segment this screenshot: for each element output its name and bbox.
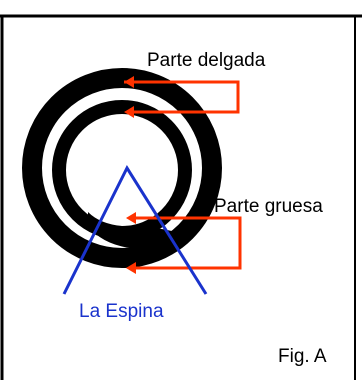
coil-inner-ring [59, 107, 185, 233]
thick-part-arrowhead-top [126, 212, 136, 224]
figure-label: Fig. A [278, 346, 327, 367]
thin-part-label: Parte delgada [147, 50, 266, 71]
spine-label: La Espina [79, 301, 164, 322]
thick-part-label: Parte gruesa [214, 196, 323, 217]
